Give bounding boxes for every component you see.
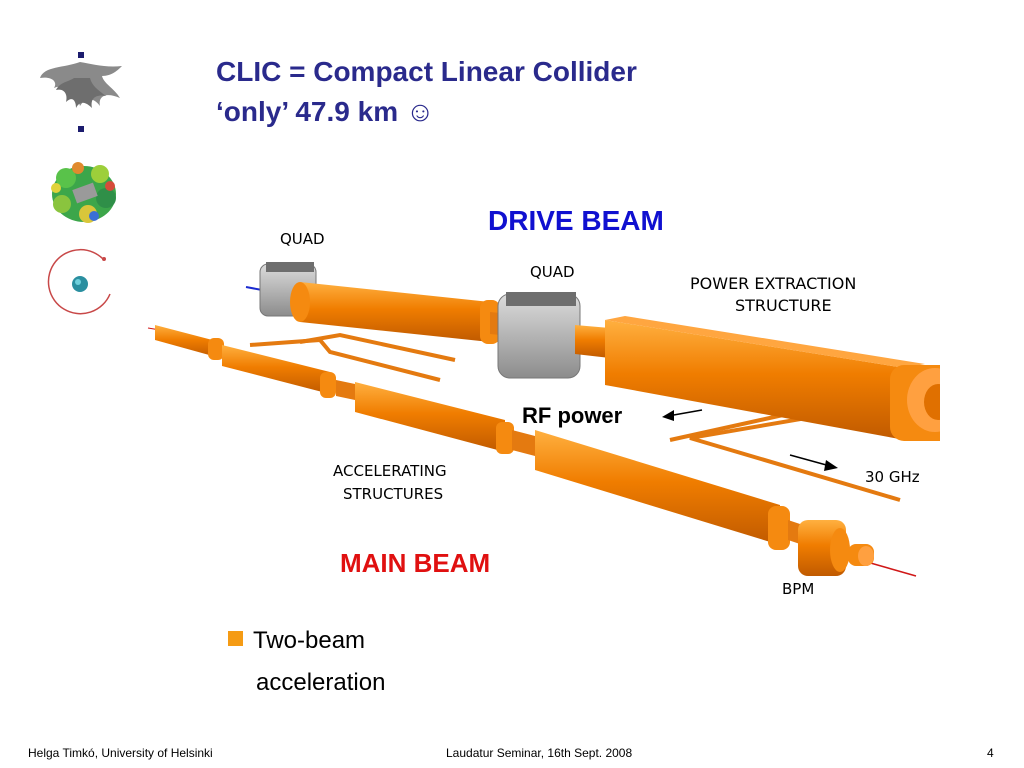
bullet-text-line1: Two-beam bbox=[253, 627, 366, 654]
two-beam-diagram: DRIVE BEAM QUAD QUAD POWER EXTRACTION ST… bbox=[147, 205, 940, 598]
quad-left-label: QUAD bbox=[280, 230, 325, 248]
rf-power-label: RF power bbox=[522, 403, 623, 428]
bullet-list: Two-beam acceleration bbox=[228, 620, 385, 704]
bpm-label: BPM bbox=[782, 580, 814, 598]
bullet-text-line2: acceleration bbox=[256, 669, 386, 696]
accelerating-label-2: STRUCTURES bbox=[343, 485, 443, 503]
freq-label: 30 GHz bbox=[865, 468, 920, 486]
title-line-2-text: ‘only’ 47.9 km bbox=[216, 96, 399, 127]
rf-power-arrow bbox=[662, 409, 703, 421]
title-line-1: CLIC = Compact Linear Collider bbox=[216, 56, 637, 87]
power-extraction-label-1: POWER EXTRACTION bbox=[690, 274, 856, 293]
bpm-device bbox=[798, 520, 850, 576]
bullet-square-icon bbox=[228, 631, 243, 646]
power-extraction-structure bbox=[605, 320, 905, 440]
drive-pipe-1 bbox=[300, 282, 490, 342]
accelerating-label-1: ACCELERATING bbox=[333, 462, 447, 480]
slide-title: CLIC = Compact Linear Collider ‘only’ 47… bbox=[216, 52, 637, 132]
quad-right-label: QUAD bbox=[530, 263, 575, 281]
atom-orbit-icon bbox=[44, 248, 116, 325]
power-extraction-label-2: STRUCTURE bbox=[735, 296, 832, 315]
main-beam-label: MAIN BEAM bbox=[340, 548, 490, 578]
drive-beam-line-left bbox=[245, 286, 263, 291]
footer-author: Helga Timkó, University of Helsinki bbox=[28, 746, 213, 760]
smiley-icon: ☺ bbox=[405, 96, 435, 127]
footer-page-number: 4 bbox=[987, 746, 994, 760]
footer-event: Laudatur Seminar, 16th Sept. 2008 bbox=[446, 746, 633, 760]
molecule-surface-icon bbox=[48, 158, 120, 233]
title-line-2: ‘only’ 47.9 km ☺ bbox=[216, 92, 637, 132]
quad-right bbox=[497, 292, 581, 379]
university-flame-logo-icon bbox=[34, 48, 126, 145]
main-beam-structures bbox=[155, 325, 874, 576]
30ghz-arrow bbox=[789, 454, 838, 471]
drive-beam-label: DRIVE BEAM bbox=[488, 205, 664, 236]
bullet-item: Two-beam bbox=[228, 620, 385, 662]
